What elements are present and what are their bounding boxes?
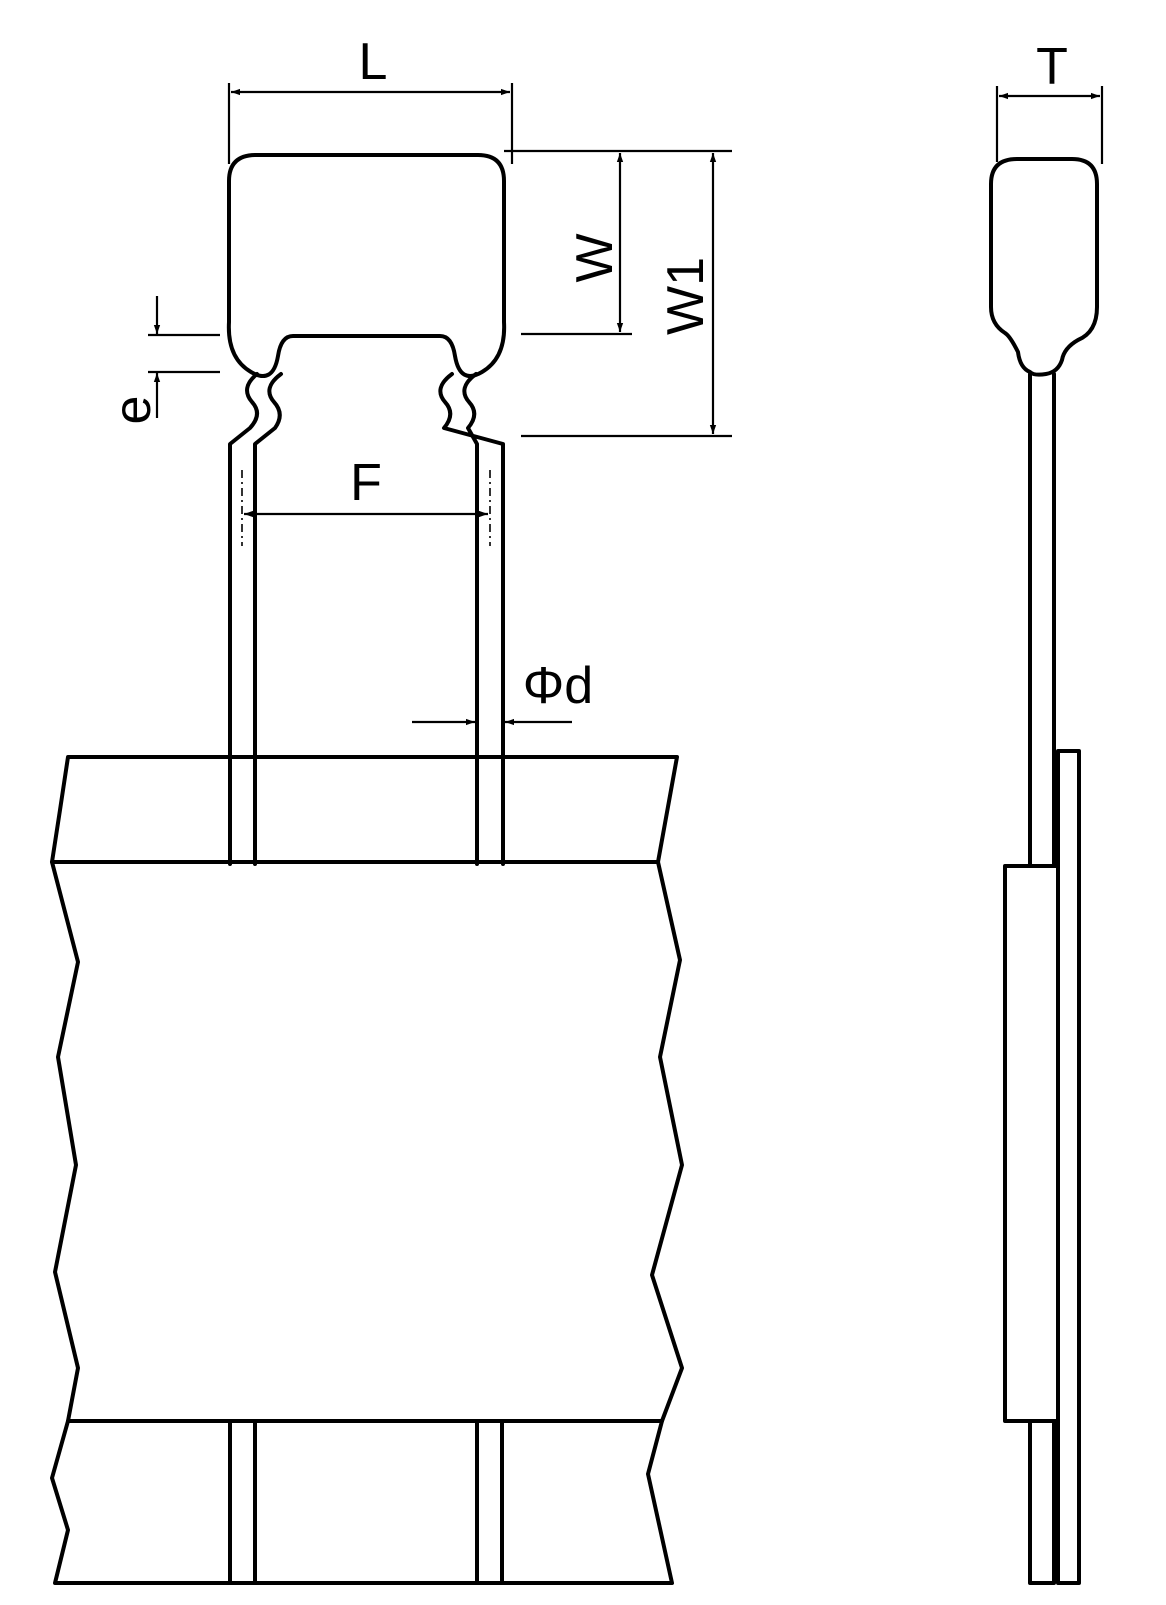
dim-e-label: e	[104, 396, 162, 425]
side-view-hold-down-tape	[1003, 864, 1060, 1423]
carrier-tape-top-strip	[50, 755, 679, 864]
side-view-lead	[1028, 372, 1056, 866]
carrier-tape-bottom-strip	[50, 1419, 674, 1585]
left-lead-bottom	[228, 1419, 257, 1585]
left-lead-kink	[228, 372, 283, 866]
dim-f-label: F	[350, 454, 382, 512]
side-view-tape	[1056, 749, 1081, 1585]
dim-l-label: L	[359, 33, 388, 91]
side-view-lead-bottom	[1028, 1419, 1056, 1585]
dim-d-label: Φd	[523, 657, 593, 715]
right-lead-bottom	[475, 1419, 504, 1585]
right-lead-kink	[438, 372, 505, 866]
dim-w-label: W	[566, 233, 624, 282]
front-view: L W W1 e F Φd	[50, 33, 732, 1585]
side-view: T	[989, 38, 1104, 1585]
dim-w1-label: W1	[657, 257, 715, 335]
side-view-body	[989, 157, 1099, 377]
capacitor-body	[226, 153, 507, 378]
carrier-tape-body	[50, 860, 684, 1423]
dim-t-label: T	[1036, 38, 1068, 96]
